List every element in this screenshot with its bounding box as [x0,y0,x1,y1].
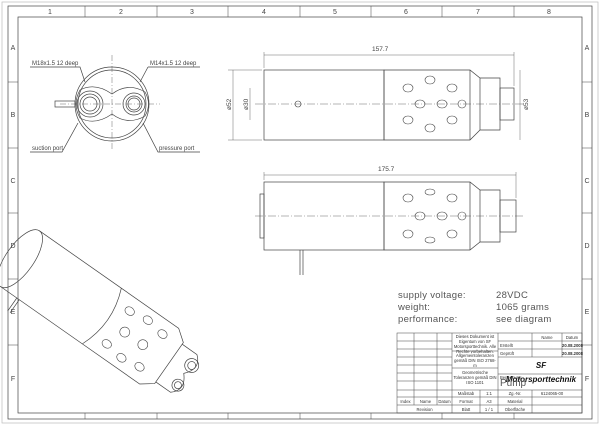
title-block-grid [396,332,583,414]
svg-text:A: A [585,45,590,52]
dia-30-dim: ø30 [243,98,250,110]
svg-text:4: 4 [262,9,266,16]
svg-text:A: A [11,45,16,52]
isometric-view [0,229,200,393]
index-header: Index [400,399,411,404]
svg-text:B: B [585,112,590,119]
side-view [255,172,525,275]
svg-text:D: D [584,243,589,250]
zone-ticks [8,6,592,419]
svg-text:E: E [585,309,590,316]
svg-text:E: E [11,309,16,316]
inner-frame [17,16,583,414]
svg-text:3: 3 [190,9,194,16]
svg-text:6: 6 [404,9,408,16]
revision-name-header: Name [419,399,432,404]
name-header: Name [541,335,553,340]
date-header: Datum [565,335,579,340]
spec-weight: weight:1065 grams [398,302,550,313]
svg-text:5: 5 [333,9,337,16]
revision-date-header: Datum [438,399,451,404]
svg-text:B: B [11,112,16,119]
material-label: Material [507,399,523,404]
general-tolerance: Allgemeintoleranzen gemäß DIN ISO 2768-m [454,353,496,368]
surface-label: Oberfläche [504,407,526,412]
zone-labels: 1 2 3 4 5 6 7 8 A B C D E F A B C D E F [10,9,589,383]
sheet-label: Blatt [461,407,471,412]
right-thread-label: M14x1.5 12 deep [150,61,197,67]
format-label: Format [459,399,473,404]
company-logo: SF Motorsporttechnik [505,361,577,384]
spec-performance: performance:see diagram [398,314,552,325]
drawing-no-label: Zg.-Nr. [508,391,522,396]
svg-text:7: 7 [476,9,480,16]
svg-text:C: C [584,178,589,185]
designation-value: Pump [500,378,527,389]
svg-text:F: F [11,376,15,383]
checked-label: Geprüft [500,351,514,356]
dia-53-dim: ø53 [523,98,530,110]
ownership-note: Dieses Dokument ist Eigentum von SF Moto… [453,334,497,354]
svg-text:C: C [10,178,15,185]
geometric-tolerance: Geometrische Toleranzen gemäß DIN ISO 11… [453,370,497,385]
end-view [30,55,200,153]
spec-supply-voltage: supply voltage:28VDC [398,290,529,301]
scale-label: Maßstab [457,391,475,396]
drawing-no-value: 6124065-00 [540,391,564,396]
side-length-dim: 175.7 [378,166,395,173]
created-date: 20.08.2008 [562,343,583,348]
created-label: Erstellt [500,343,513,348]
svg-text:D: D [10,243,15,250]
format-value: A3 [486,399,492,404]
svg-text:2: 2 [119,9,123,16]
top-view-dims: 157.7 ø52 ø30 ø53 [226,46,530,110]
top-view [228,52,525,141]
dia-52-dim: ø52 [226,98,233,110]
svg-text:8: 8 [547,9,551,16]
pressure-port-label: pressure port [159,146,195,152]
sheet-value: 1 / 1 [484,407,494,412]
end-view-labels: M18x1.5 12 deep M14x1.5 12 deep suction … [32,61,197,152]
scale-value: 1:1 [486,391,492,396]
svg-text:F: F [585,376,589,383]
svg-text:1: 1 [48,9,52,16]
checked-date: 20.08.2008 [562,351,583,356]
top-length-dim: 157.7 [372,46,389,53]
designation-label: Benennung [500,375,522,380]
left-thread-label: M18x1.5 12 deep [32,61,79,67]
revision-label: Revision [416,407,433,412]
suction-port-label: suction port [32,146,63,152]
